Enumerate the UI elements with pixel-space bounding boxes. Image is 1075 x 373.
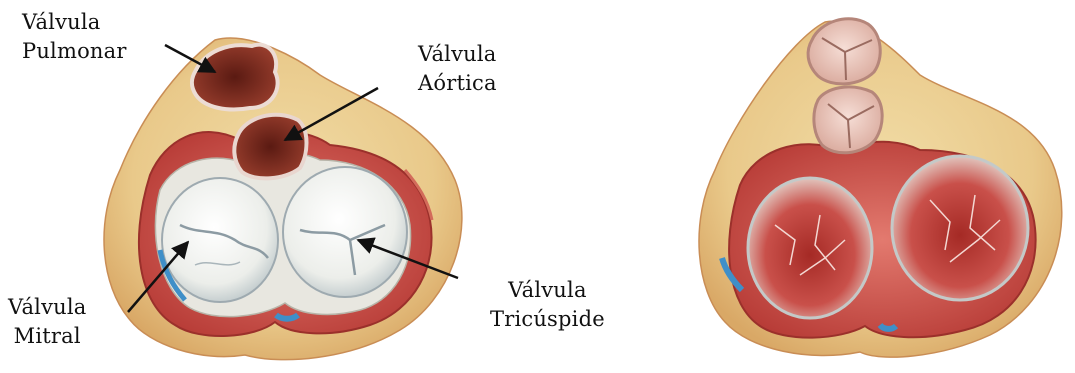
label-tricuspid-line1: Válvula [490,276,605,305]
label-aortic-line1: Válvula [418,40,497,69]
tricuspid-valve-open-right [892,156,1028,300]
label-mitral-valve: Válvula Mitral [8,293,87,351]
left-heart-illustration [104,38,462,360]
label-aortic-valve: Válvula Aórtica [418,40,497,98]
label-aortic-line2: Aórtica [418,69,497,98]
tricuspid-valve-left [283,167,407,297]
mitral-valve-left [162,178,278,302]
label-mitral-line2: Mitral [8,322,87,351]
label-pulmonary-line1: Válvula [22,8,127,37]
aortic-valve-closed-right [814,87,882,153]
label-pulmonary-line2: Pulmonar [22,37,127,66]
label-tricuspid-line2: Tricúspide [490,305,605,334]
label-tricuspid-valve: Válvula Tricúspide [490,276,605,334]
label-mitral-line1: Válvula [8,293,87,322]
aortic-valve-left [234,115,306,179]
label-pulmonary-valve: Válvula Pulmonar [22,8,127,66]
right-heart-illustration [699,19,1062,357]
mitral-valve-open-right [748,178,872,318]
pulmonary-valve-closed-right [808,19,880,84]
